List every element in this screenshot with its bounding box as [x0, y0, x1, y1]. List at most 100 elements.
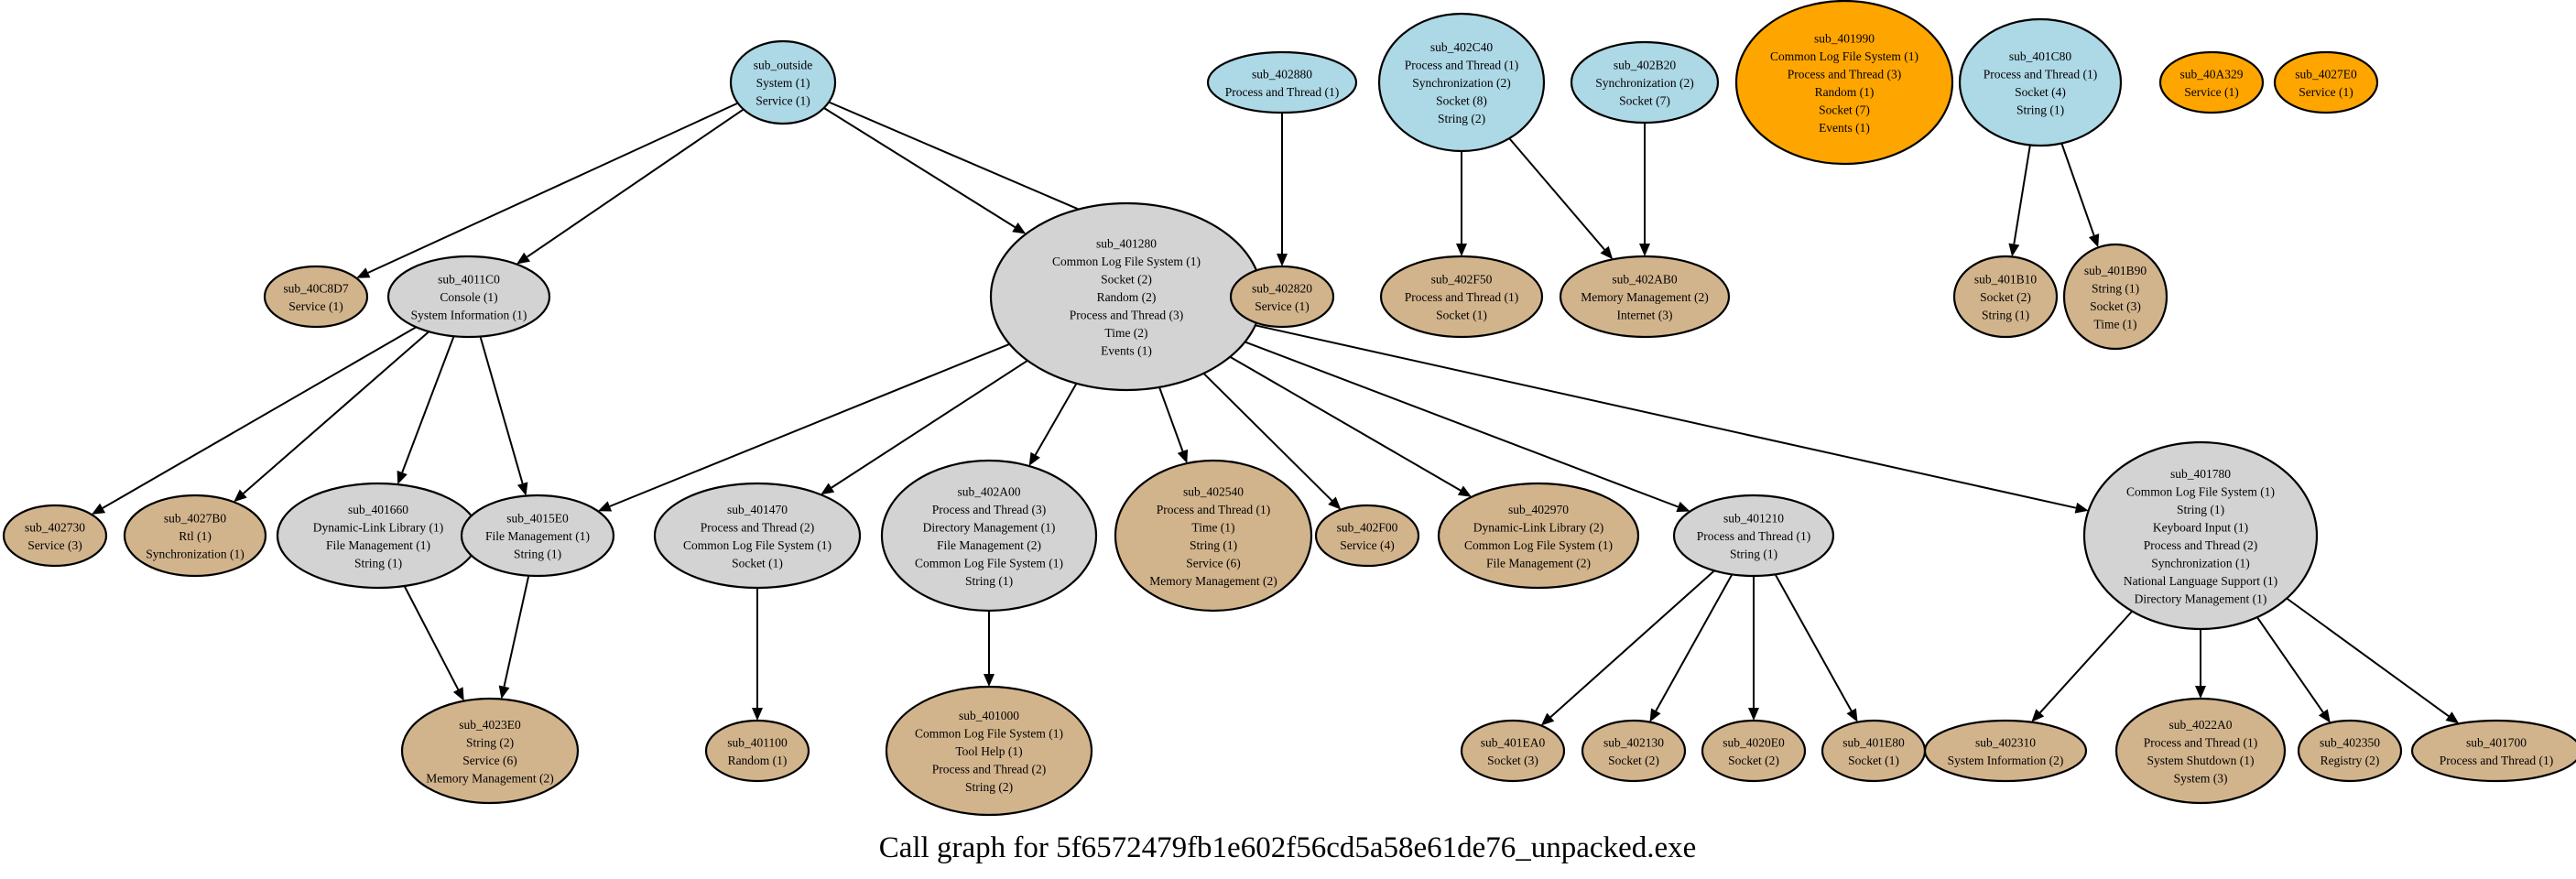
node-ellipse[interactable]: [1460, 719, 1566, 783]
node-ellipse[interactable]: [1734, 0, 1954, 166]
node-ellipse[interactable]: [460, 494, 615, 578]
edge-line: [1158, 386, 1184, 452]
edge-arrowhead: [397, 470, 408, 485]
call-edge-sub_401280-to-sub_401210: [1245, 341, 1690, 513]
node-api-category: Socket (1): [1848, 754, 1899, 767]
node-ellipse[interactable]: [1672, 494, 1835, 578]
node-api-category: Socket (4): [2015, 85, 2066, 99]
node-api-category: Process and Thread (1): [1405, 59, 1519, 72]
node-ellipse[interactable]: [2, 504, 108, 568]
node-api-category: Directory Management (1): [923, 520, 1056, 534]
node-ellipse[interactable]: [1314, 504, 1420, 568]
edge-arrowhead: [597, 501, 613, 512]
node-ellipse[interactable]: [1701, 719, 1807, 783]
node-ellipse[interactable]: [1923, 719, 2088, 783]
edge-line: [243, 331, 429, 494]
node-ellipse[interactable]: [1206, 50, 1358, 114]
node-ellipse[interactable]: [1559, 255, 1731, 339]
node-ellipse[interactable]: [1379, 255, 1544, 339]
node-name: sub_40C8D7: [283, 281, 349, 295]
node-ellipse[interactable]: [2273, 50, 2379, 114]
node-ellipse[interactable]: [1570, 40, 1720, 125]
edge-line: [1245, 341, 1679, 508]
node-ellipse[interactable]: [1958, 17, 2123, 147]
node-api-category: Socket (7): [1819, 103, 1870, 116]
node-ellipse[interactable]: [263, 265, 369, 329]
call-edge-sub_4011C0-to-sub_4015E0: [479, 336, 528, 496]
node-ellipse[interactable]: [276, 482, 481, 590]
node-ellipse[interactable]: [704, 719, 810, 783]
node-name: sub_401700: [2466, 735, 2527, 749]
node-ellipse[interactable]: [1114, 459, 1313, 613]
node-ellipse[interactable]: [123, 494, 267, 578]
node-ellipse[interactable]: [386, 255, 551, 339]
edge-line: [527, 108, 745, 258]
node-ellipse[interactable]: [1821, 719, 1927, 783]
node-ellipse[interactable]: [880, 459, 1098, 613]
node-ellipse[interactable]: [2114, 697, 2287, 805]
node-ellipse[interactable]: [2082, 440, 2319, 631]
edge-arrowhead: [1600, 245, 1614, 260]
edge-arrowhead: [2088, 233, 2100, 248]
node-ellipse[interactable]: [729, 39, 837, 125]
node-api-category: File Management (1): [485, 529, 590, 543]
node-ellipse[interactable]: [2297, 719, 2403, 783]
node-ellipse[interactable]: [2062, 243, 2168, 351]
node-ellipse[interactable]: [1581, 719, 1687, 783]
node-api-category: Socket (3): [1487, 754, 1538, 767]
node-ellipse[interactable]: [653, 482, 862, 590]
node-ellipse[interactable]: [1229, 265, 1335, 329]
node-ellipse[interactable]: [1437, 482, 1640, 590]
call-edge-sub_401280-to-sub_402540: [1158, 386, 1189, 463]
node-ellipse[interactable]: [1952, 255, 2059, 339]
node-ellipse[interactable]: [400, 697, 580, 805]
node-api-category: Memory Management (2): [1581, 290, 1708, 304]
node-ellipse[interactable]: [2158, 50, 2265, 114]
node-ellipse[interactable]: [2410, 719, 2576, 783]
edge-line: [831, 359, 1028, 489]
node-api-category: Events (1): [1819, 121, 1870, 135]
edge-line: [1202, 373, 1333, 502]
node-ellipse[interactable]: [1377, 12, 1546, 153]
node-ellipse[interactable]: [885, 685, 1093, 817]
